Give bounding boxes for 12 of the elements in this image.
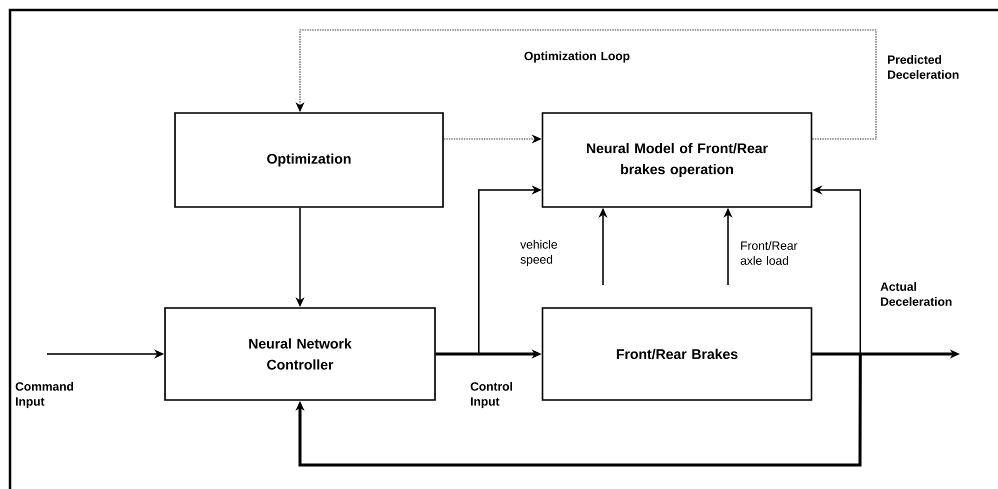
arrow <box>295 352 862 466</box>
label: Command Input <box>16 382 74 408</box>
label: Predicted Deceleration <box>888 55 958 79</box>
label: Front/Rear axle load <box>740 241 798 265</box>
label: vehicle speed <box>520 240 557 266</box>
process-box: Optimization <box>174 112 444 208</box>
process-box: Front/Rear Brakes <box>542 307 812 401</box>
label: Control Input <box>470 382 512 408</box>
label: Optimization Loop <box>524 51 630 63</box>
label: Actual Deceleration <box>880 282 952 306</box>
process-box: Neural Network Controller <box>164 307 436 401</box>
process-box: Neural Model of Front/Rear brakes operation <box>542 112 812 208</box>
